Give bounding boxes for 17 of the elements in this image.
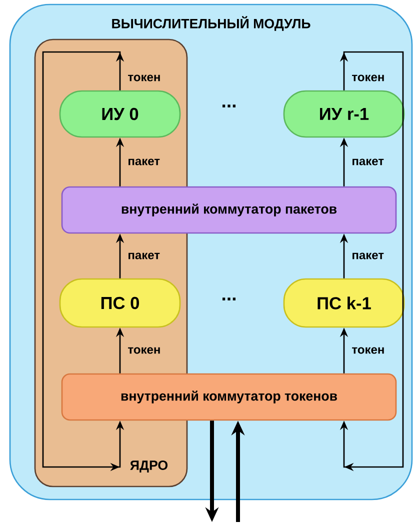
edge-label: токен [128,347,160,354]
edge-label: пакет [352,252,384,260]
arrow [340,51,404,472]
unit-box: ПС 0 [59,278,181,328]
ellipsis: ... [222,298,236,300]
unit-box: ПС k-1 [283,278,405,328]
edge-label: токен [352,74,384,82]
switch-box: внутренний коммутатор токенов [61,373,397,421]
ellipsis: ... [222,104,236,108]
edge-label: пакет [128,158,160,166]
unit-box: ИУ r-1 [283,90,405,138]
switch-box: внутренний коммутатор пакетов [61,186,397,234]
edge-label: пакет [352,158,384,166]
edge-label: токен [352,347,384,354]
unit-box: ИУ 0 [59,90,181,138]
edge-label: пакет [128,252,160,260]
edge-label: токен [128,74,160,82]
